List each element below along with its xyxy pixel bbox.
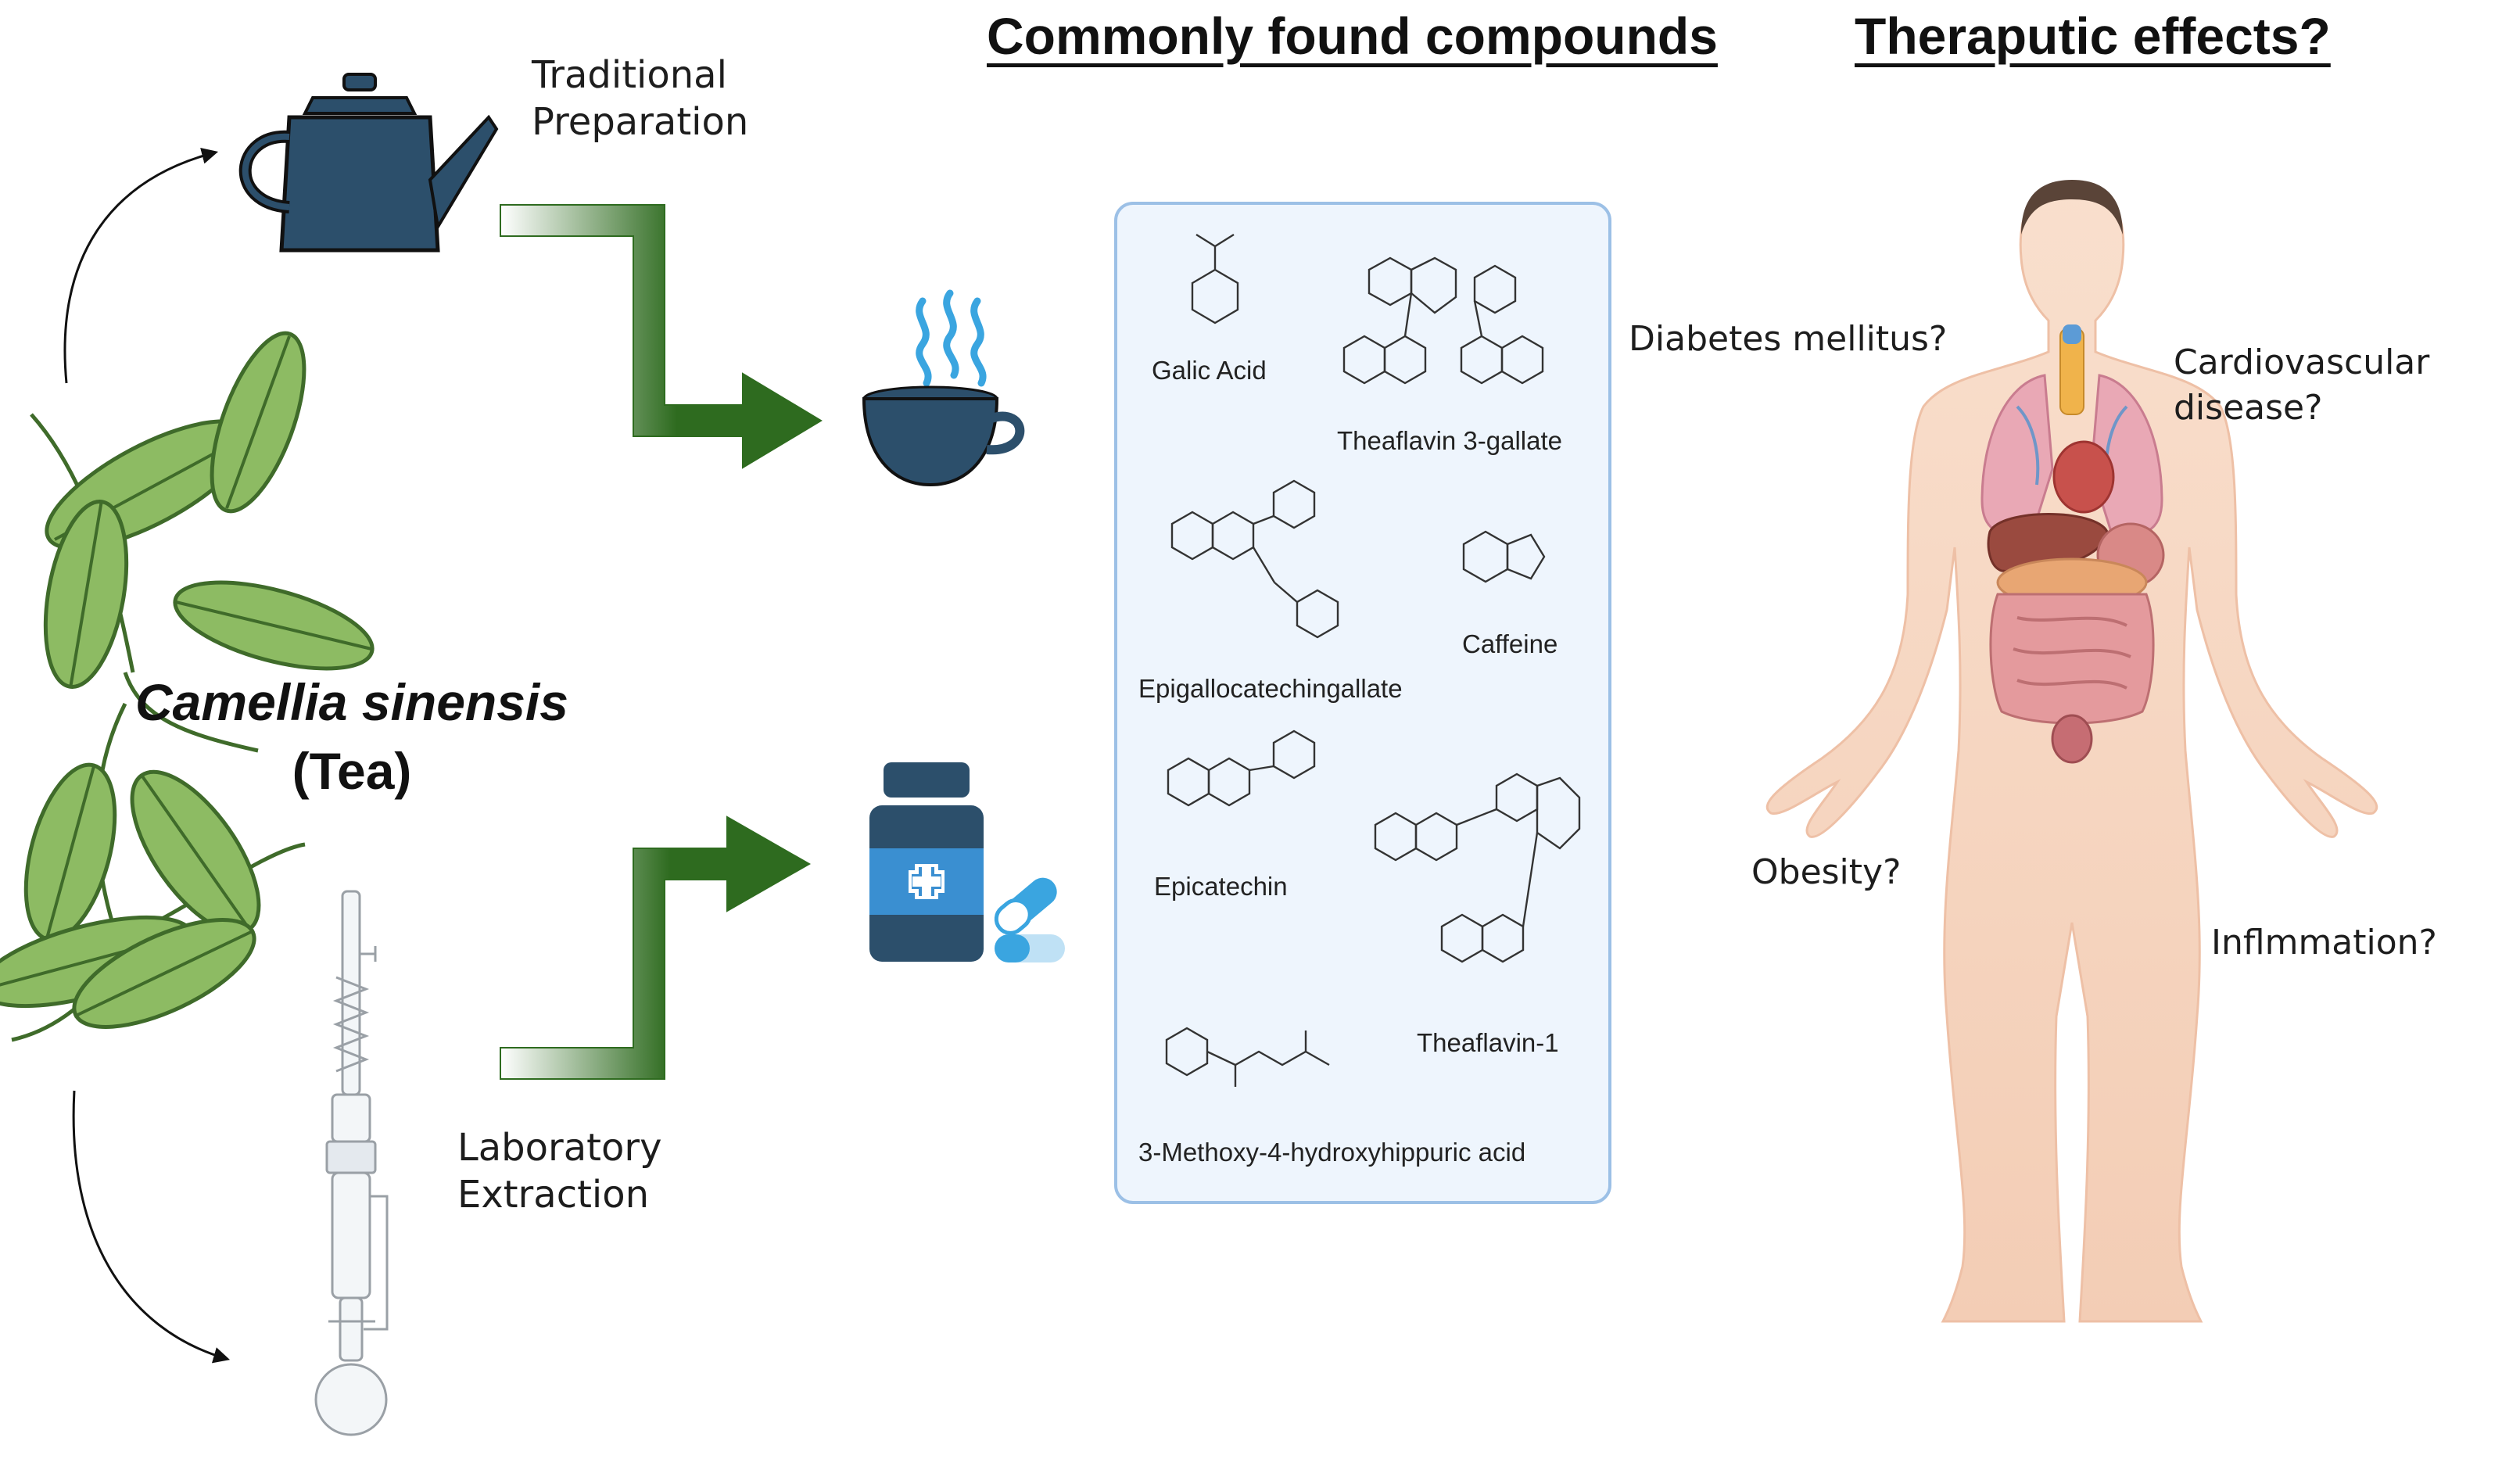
liver <box>1987 513 2109 573</box>
chemical-structures <box>1165 233 1581 1087</box>
compound-epicatechin: Epicatechin <box>1154 872 1288 901</box>
effects-header: Theraputic effects? <box>1855 7 2331 65</box>
laboratory-label-line1: Laboratory <box>457 1126 662 1170</box>
traditional-label-line2: Preparation <box>532 100 749 144</box>
teapot-icon <box>238 73 499 253</box>
human-body-illustration <box>1765 180 2378 1323</box>
effect-inflammation: Inflmmation? <box>2211 923 2437 962</box>
bladder <box>2051 714 2093 764</box>
effect-cardiovascular-line2: disease? <box>2174 388 2323 428</box>
effect-cardiovascular-line1: Cardiovascular <box>2174 342 2430 382</box>
tea-leaves-illustration <box>0 331 375 1042</box>
soxhlet-apparatus-icon <box>314 890 389 1436</box>
effect-obesity: Obesity? <box>1751 852 1902 892</box>
curve-arrow-up <box>63 148 219 384</box>
compound-caffeine: Caffeine <box>1462 629 1558 658</box>
medicine-bottle-icon <box>869 762 984 962</box>
structure-theaflavin-1 <box>1374 772 1581 963</box>
green-arrow-bottom <box>500 815 812 1080</box>
capsule-icon <box>994 877 1065 962</box>
laboratory-label-line2: Extraction <box>457 1173 650 1217</box>
tea-cup-icon <box>862 289 1025 487</box>
species-common-name: (Tea) <box>292 742 412 800</box>
compound-theaflavin-1: Theaflavin-1 <box>1417 1028 1559 1057</box>
curve-arrow-down <box>72 1090 231 1364</box>
compound-egcg: Epigallocatechingallate <box>1138 674 1403 703</box>
structure-gallic-acid <box>1191 268 1239 324</box>
compound-theaflavin-3-gallate: Theaflavin 3-gallate <box>1337 426 1563 455</box>
structure-hippuric-acid <box>1165 1027 1330 1087</box>
compounds-header: Commonly found compounds <box>987 7 1718 65</box>
compound-hippuric-acid: 3-Methoxy-4-hydroxyhippuric acid <box>1138 1138 1526 1167</box>
structure-epicatechin <box>1167 729 1316 807</box>
traditional-label-line1: Traditional <box>532 53 727 97</box>
structure-caffeine <box>1462 530 1546 583</box>
compound-galic-acid: Galic Acid <box>1152 356 1267 385</box>
structure-theaflavin-3-gallate <box>1342 256 1544 385</box>
species-latin-name: Camellia sinensis <box>135 673 568 731</box>
effect-diabetes: Diabetes mellitus? <box>1629 319 1948 359</box>
heart <box>2052 440 2115 514</box>
green-arrow-top <box>500 204 823 469</box>
structure-egcg <box>1170 479 1339 639</box>
intestines <box>1989 593 2155 725</box>
